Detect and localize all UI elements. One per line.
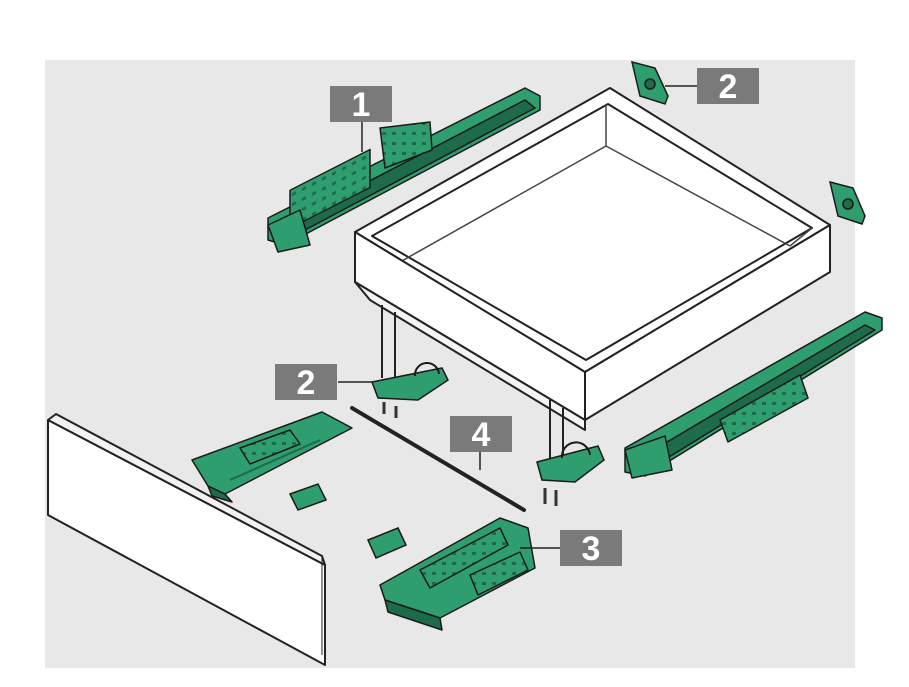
rear-bracket-icon — [828, 180, 866, 225]
drawer-box-icon — [354, 87, 831, 458]
label-box-3: 3 — [560, 530, 622, 568]
label-box-2-top: 2 — [697, 68, 759, 106]
leader-lines — [338, 85, 697, 549]
label-box-2-front: 2 — [275, 364, 337, 402]
rear-bracket-icon — [630, 60, 669, 105]
drawer-runner-icon — [267, 87, 541, 253]
locking-device-icon — [379, 517, 536, 631]
label-text: 4 — [472, 416, 491, 454]
drawer-runner-icon — [624, 311, 883, 479]
label-box-1: 1 — [330, 86, 392, 124]
front-bracket-icon — [536, 441, 605, 506]
locking-device-icon — [191, 411, 353, 503]
drawer-front-panel-icon — [47, 413, 326, 666]
label-text: 2 — [297, 364, 316, 402]
locking-device-icon — [366, 527, 408, 559]
label-text: 2 — [719, 68, 738, 106]
locking-device-icon — [288, 483, 328, 511]
stabilizer-rod-icon — [350, 406, 526, 512]
label-text: 1 — [352, 86, 371, 124]
front-bracket-icon — [370, 362, 449, 418]
label-text: 3 — [582, 530, 601, 568]
label-box-4: 4 — [450, 416, 512, 454]
